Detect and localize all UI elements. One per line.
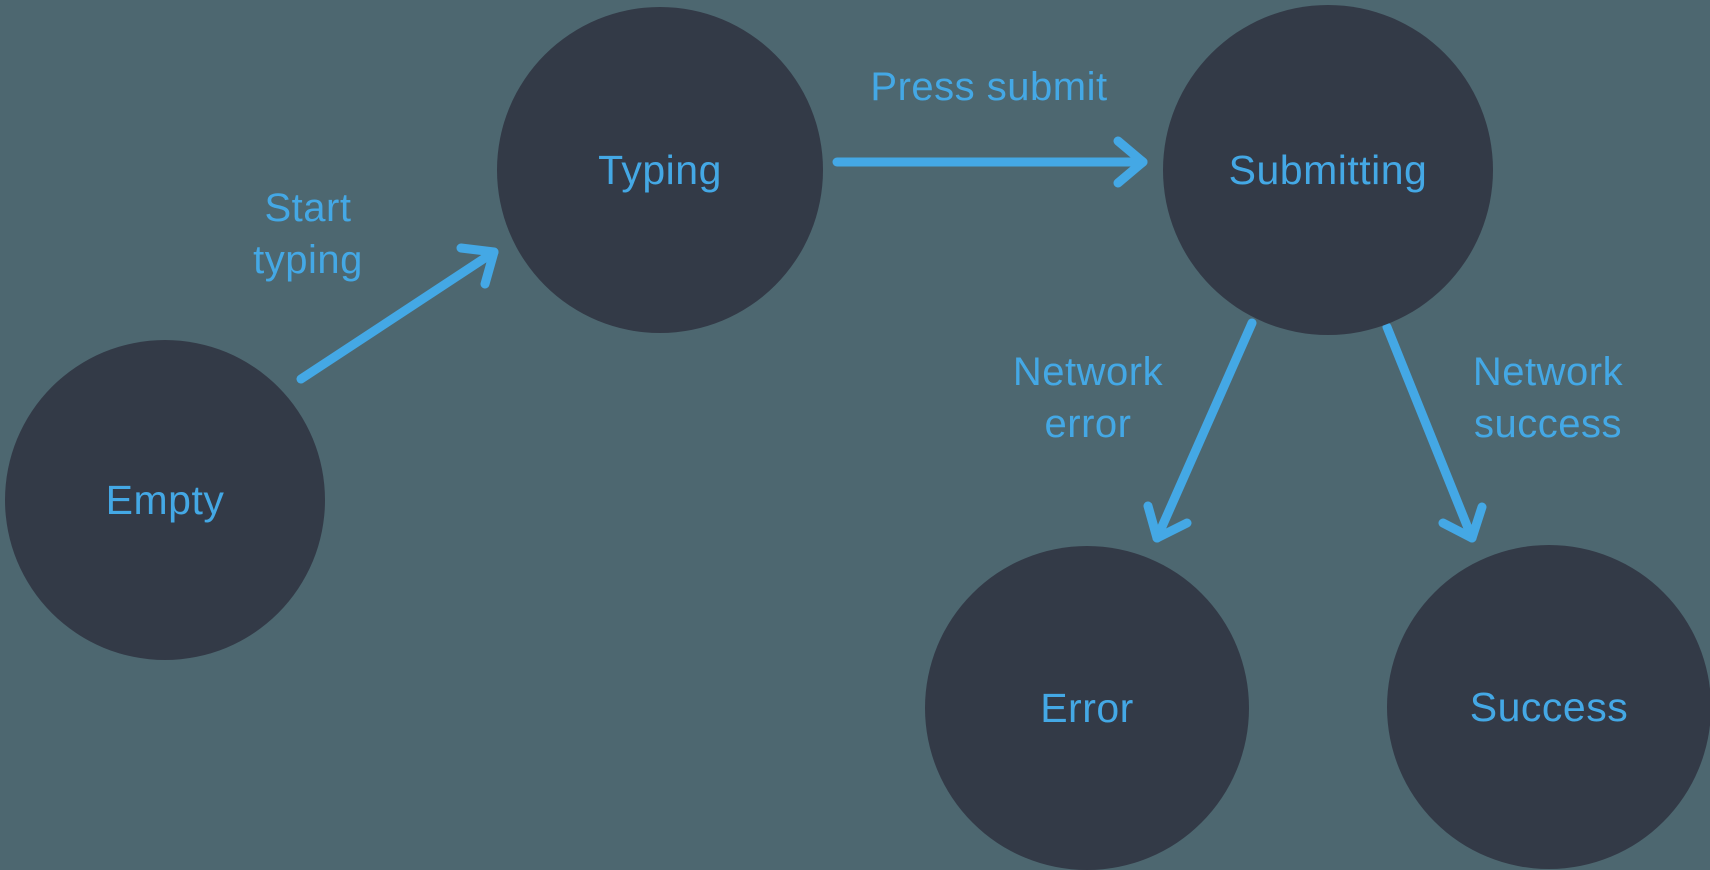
state-label-empty: Empty — [105, 476, 225, 523]
state-label-submitting: Submitting — [1228, 146, 1428, 193]
state-node-success: Success — [1387, 545, 1710, 869]
transition-label-press-submit: Press submit — [870, 65, 1108, 109]
arrow-network-success — [1382, 322, 1487, 543]
transition-label-network-success: Network success — [1472, 350, 1624, 446]
state-node-empty: Empty — [5, 340, 325, 660]
arrow-press-submit — [832, 136, 1148, 188]
arrow-network-error — [1143, 318, 1257, 543]
state-label-success: Success — [1469, 683, 1629, 730]
state-node-typing: Typing — [497, 7, 823, 333]
transition-label-start-typing: Start typing — [253, 186, 363, 282]
state-node-error: Error — [925, 546, 1249, 870]
state-label-error: Error — [1040, 684, 1134, 731]
transition-label-network-error: Network error — [1012, 350, 1164, 446]
state-node-submitting: Submitting — [1163, 5, 1493, 335]
state-label-typing: Typing — [598, 146, 722, 193]
